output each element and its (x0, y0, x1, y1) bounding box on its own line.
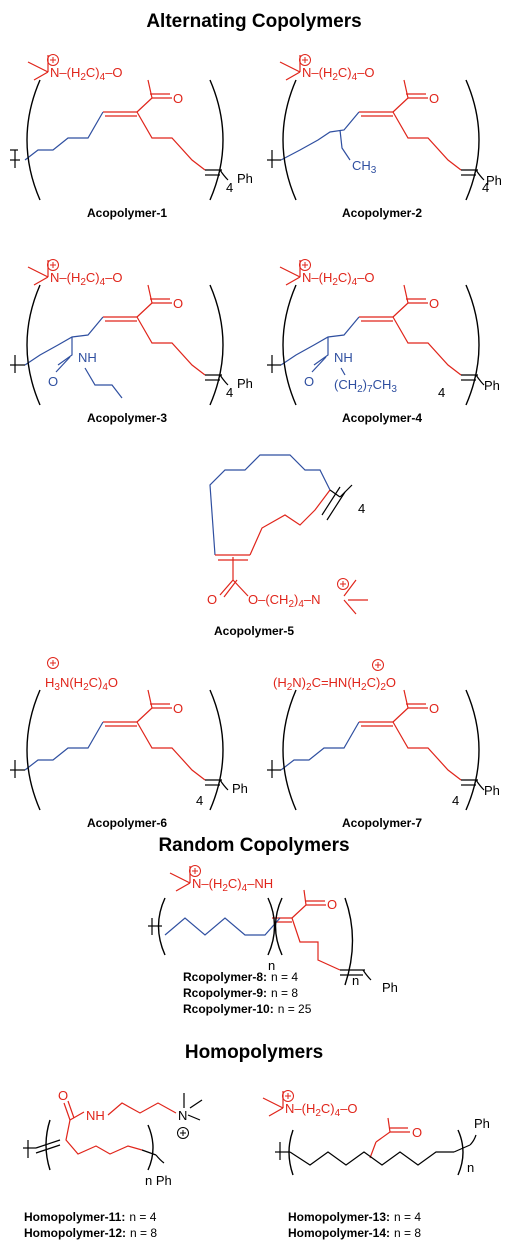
repeat-count: 4 (358, 501, 365, 516)
section-title-homo: Homopolymers (185, 1042, 323, 1063)
repeat-n: n (268, 958, 275, 973)
amine-n: N (178, 1108, 187, 1123)
ring-carbonyl-o: O (207, 592, 217, 607)
chain-text: (H2N)2C=HN(H2C)2O (273, 675, 396, 693)
repeat-n-ph: n Ph (145, 1173, 172, 1188)
phenyl-end-group: Ph (486, 173, 502, 188)
phenyl-end-group: Ph (232, 781, 248, 796)
carbonyl-o: O (429, 91, 439, 106)
label-acopolymer-7: Acopolymer-7 (342, 816, 422, 830)
amide-o: O (58, 1088, 68, 1103)
label-acopolymer-1: Acopolymer-1 (87, 206, 167, 220)
label-acopolymer-6: Acopolymer-6 (87, 816, 167, 830)
value-rcopolymer-8: n = 4 (271, 970, 298, 984)
structure-homopolymer-11-12: O NH N n Ph Homopolymer-11: n = 4 Homopol… (23, 1088, 203, 1240)
repeat-n: n (352, 973, 359, 988)
phenyl-end-group: Ph (484, 783, 500, 798)
chain-text: H3N(H2C)4O (45, 675, 118, 693)
phenyl-end-group: Ph (237, 171, 253, 186)
structure-acopolymer-4: N–(H2C)4–O O O NH (CH2)7CH3 4 Ph Acopoly… (267, 259, 500, 425)
carbonyl-o: O (173, 296, 183, 311)
amide-o: O (304, 374, 314, 389)
svg-text:Homopolymer-11:n = 4: Homopolymer-11: n = 4 (24, 1210, 157, 1224)
chain-text: N–(H2C)4–O (302, 270, 375, 288)
label-acopolymer-3: Acopolymer-3 (87, 411, 167, 425)
structure-random-copolymer: N–(H2C)4–NH O n n Ph Rcopolymer-8: n = 4 … (148, 865, 398, 1016)
phenyl-end-group: Ph (237, 376, 253, 391)
random-legend: Rcopolymer-8: n = 4 Rcopolymer-9: n = 8 Rc… (183, 970, 312, 1016)
chain-text: N–(H2C)4–NH (192, 876, 273, 894)
section-title-alternating: Alternating Copolymers (146, 11, 361, 32)
amide-nh: NH (78, 350, 97, 365)
chain-text: N–(H2C)4–O (50, 270, 123, 288)
carbonyl-o: O (429, 296, 439, 311)
octyl-chain: (CH2)7CH3 (334, 377, 397, 395)
svg-text:Homopolymer-14:n = 8: Homopolymer-14: n = 8 (288, 1226, 421, 1240)
structure-acopolymer-2: N–(H2C)4–O O CH3 4 Ph Acopolymer-2 (267, 54, 502, 220)
section-title-random: Random Copolymers (158, 835, 349, 856)
carbonyl-o: O (173, 91, 183, 106)
ring-ester-chain: O–(CH2)4–N (248, 592, 321, 610)
phenyl-end-group: Ph (382, 980, 398, 995)
value-rcopolymer-9: n = 8 (271, 986, 298, 1000)
repeat-count: 4 (196, 793, 203, 808)
label-rcopolymer-10: Rcopolymer-10: (183, 1002, 274, 1016)
label-homopolymer-12: Homopolymer-12: (24, 1226, 126, 1240)
phenyl-end-group: Ph (474, 1116, 490, 1131)
repeat-count: 4 (482, 180, 489, 195)
repeat-count: 4 (226, 385, 233, 400)
value-homopolymer-11: n = 4 (129, 1210, 156, 1224)
carbonyl-o: O (412, 1125, 422, 1140)
label-acopolymer-2: Acopolymer-2 (342, 206, 422, 220)
svg-text:Homopolymer-12:n = 8: Homopolymer-12: n = 8 (24, 1226, 157, 1240)
chain-text: N–(H2C)4–O (285, 1101, 358, 1119)
label-homopolymer-14: Homopolymer-14: (288, 1226, 390, 1240)
value-homopolymer-14: n = 8 (394, 1226, 421, 1240)
carbonyl-o: O (173, 701, 183, 716)
structure-acopolymer-3: N–(H2C)4–O O O NH 4 Ph Acopolymer-3 (10, 259, 253, 425)
value-rcopolymer-10: n = 25 (278, 1002, 312, 1016)
label-homopolymer-11: Homopolymer-11: (24, 1210, 125, 1224)
svg-text:Homopolymer-13:n = 4: Homopolymer-13: n = 4 (288, 1210, 421, 1224)
repeat-count: 4 (438, 385, 445, 400)
structure-acopolymer-6: H3N(H2C)4O O 4 Ph Acopolymer-6 (10, 657, 248, 830)
amide-nh: NH (334, 350, 353, 365)
structure-acopolymer-5: 4 O O–(CH2)4–N Acopolymer-5 (207, 454, 368, 638)
phenyl-end-group: Ph (156, 1173, 172, 1188)
value-homopolymer-13: n = 4 (394, 1210, 421, 1224)
svg-text:Rcopolymer-10:n = 25: Rcopolymer-10: n = 25 (183, 1002, 312, 1016)
chain-text: N–(H2C)4–O (50, 65, 123, 83)
carbonyl-o: O (327, 897, 337, 912)
phenyl-end-group: Ph (484, 378, 500, 393)
structure-homopolymer-13-14: N–(H2C)4–O O Ph n Homopolymer-13: n = 4 H… (262, 1090, 490, 1240)
label-acopolymer-4: Acopolymer-4 (342, 411, 422, 425)
carbonyl-o: O (429, 701, 439, 716)
structure-acopolymer-1: N–(H2C)4–O O 4 Ph Acopolymer-1 (10, 54, 253, 220)
repeat-n: n (145, 1173, 152, 1188)
svg-text:Rcopolymer-8:n = 4: Rcopolymer-8: n = 4 (183, 970, 298, 984)
value-homopolymer-12: n = 8 (130, 1226, 157, 1240)
repeat-count: 4 (452, 793, 459, 808)
label-rcopolymer-8: Rcopolymer-8: (183, 970, 267, 984)
amide-nh: NH (86, 1108, 105, 1123)
label-acopolymer-5: Acopolymer-5 (214, 624, 294, 638)
svg-text:Rcopolymer-9:n = 8: Rcopolymer-9: n = 8 (183, 986, 298, 1000)
label-rcopolymer-9: Rcopolymer-9: (183, 986, 267, 1000)
repeat-n: n (467, 1160, 474, 1175)
amide-o: O (48, 374, 58, 389)
label-homopolymer-13: Homopolymer-13: (288, 1210, 390, 1224)
structure-acopolymer-7: (H2N)2C=HN(H2C)2O O 4 Ph Acopolymer-7 (267, 659, 500, 830)
methyl-group: CH3 (352, 158, 377, 176)
chain-text: N–(H2C)4–O (302, 65, 375, 83)
repeat-count: 4 (226, 180, 233, 195)
